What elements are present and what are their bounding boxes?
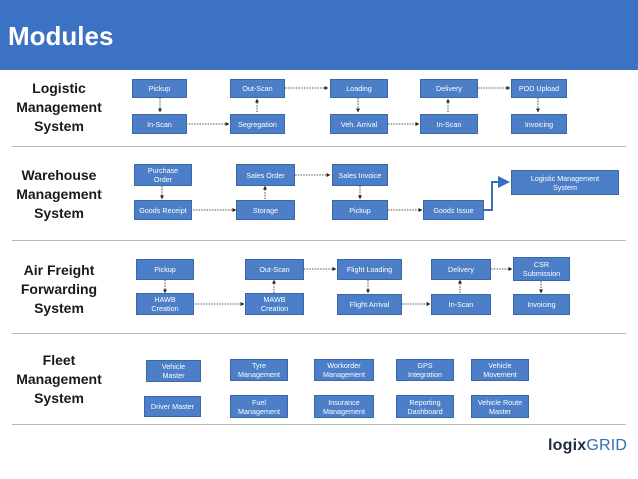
- box-out-scan-afs: Out-Scan: [245, 259, 304, 280]
- separator: [12, 146, 626, 147]
- box-fuel-management: Fuel Management: [230, 395, 288, 418]
- box-storage: Storage: [236, 200, 295, 220]
- box-pickup-wms: Pickup: [332, 200, 388, 220]
- box-reporting-dashboard: Reporting Dashboard: [396, 395, 454, 418]
- box-workorder-management: Workorder Management: [314, 359, 374, 381]
- box-invoicing-afs: Invoicing: [513, 294, 570, 315]
- box-veh-arrival: Veh. Arrival: [330, 114, 388, 134]
- box-sales-order: Sales Order: [236, 164, 295, 186]
- separator: [12, 240, 626, 241]
- logo: logixGRID: [548, 437, 627, 455]
- box-logistic-management-system: Logistic Management System: [511, 170, 619, 195]
- box-in-scan: In-Scan: [132, 114, 187, 134]
- box-goods-receipt: Goods Receipt: [134, 200, 192, 220]
- box-purchase-order: Purchase Order: [134, 164, 192, 186]
- box-sales-invoice: Sales Invoice: [332, 164, 388, 186]
- box-driver-master: Driver Master: [144, 396, 201, 417]
- box-insurance-management: Insurance Management: [314, 395, 374, 418]
- box-loading: Loading: [330, 79, 388, 98]
- separator: [12, 424, 626, 425]
- box-delivery-afs: Delivery: [431, 259, 491, 280]
- section-label-wms: Warehouse Management System: [16, 167, 102, 221]
- box-segregation: Segregation: [230, 114, 285, 134]
- box-gps-integration: GPS Integration: [396, 359, 454, 381]
- page-title: Modules: [8, 21, 114, 51]
- section-label-afs: Air Freight Forwarding System: [20, 262, 98, 316]
- box-csr-submission: CSR Submission: [513, 257, 570, 281]
- box-delivery: Delivery: [420, 79, 478, 98]
- box-pickup: Pickup: [132, 79, 187, 98]
- box-goods-issue: Goods Issue: [423, 200, 484, 220]
- logo-part1: logix: [548, 437, 587, 454]
- box-pickup-afs: Pickup: [136, 259, 194, 280]
- box-flight-loading: Flight Loading: [337, 259, 402, 280]
- box-vehicle-route-master: Vehicle Route Master: [471, 395, 529, 418]
- section-label-fms: Fleet Management System: [16, 352, 102, 406]
- separator: [12, 333, 626, 334]
- box-vehicle-master: Vehicle Master: [146, 360, 201, 382]
- box-in-scan-afs: In-Scan: [431, 294, 491, 315]
- box-hawb-creation: HAWB Creation: [136, 293, 194, 315]
- box-tyre-management: Tyre Management: [230, 359, 288, 381]
- header-bar: Modules: [0, 0, 638, 70]
- logo-part2: GRID: [586, 437, 628, 454]
- box-mawb-creation: MAWB Creation: [245, 293, 304, 315]
- box-in-scan-2: In-Scan: [420, 114, 478, 134]
- box-flight-arrival: Flight Arrival: [337, 294, 402, 315]
- box-out-scan: Out-Scan: [230, 79, 285, 98]
- box-vehicle-movement: Vehicle Movement: [471, 359, 529, 381]
- box-invoicing: Invoicing: [511, 114, 567, 134]
- section-label-lms: Logistic Management System: [16, 80, 102, 134]
- box-pod-upload: POD Upload: [511, 79, 567, 98]
